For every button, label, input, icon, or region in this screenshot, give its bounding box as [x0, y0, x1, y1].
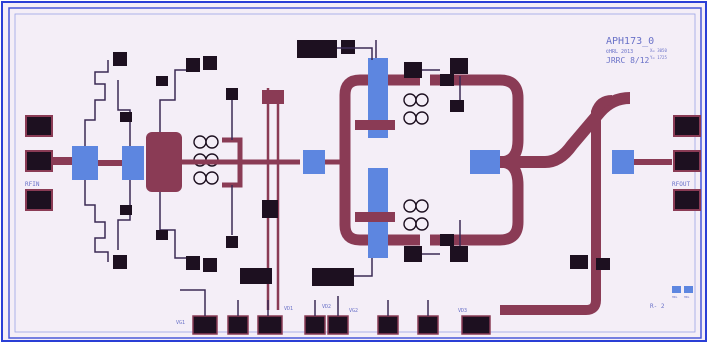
- rf-output-label: RFOUT: [672, 181, 690, 188]
- output-bias-pad-2: [596, 258, 610, 270]
- dc-pads: [192, 315, 491, 335]
- pad-label-vg1: VG1: [176, 320, 185, 326]
- pad-label-vd3: VD3: [458, 308, 467, 314]
- pad-label-vd1: VD1: [284, 306, 293, 312]
- output-feed: [500, 95, 613, 315]
- stage1-transistor-body: [146, 132, 182, 192]
- subtitle: JRRC 8/12: [606, 56, 650, 65]
- output-capacitor: [612, 150, 634, 174]
- top-bias-pads: [297, 40, 468, 112]
- copyright: ©HRL 2013: [606, 49, 633, 55]
- die-edge: [8, 7, 702, 339]
- splitter-capacitor-top: [368, 58, 388, 138]
- feed-via-top: [262, 90, 284, 104]
- stage1-output-line: [182, 137, 243, 188]
- rf-input-label: RFIN: [25, 181, 40, 188]
- hrl-mark: HRL HRL: [672, 286, 693, 299]
- stage1-bias-line: [117, 80, 131, 250]
- stage1-bias-pads: [113, 52, 217, 272]
- output-capacitor-2: [480, 150, 496, 174]
- stage1-capacitor: [122, 146, 144, 180]
- splitter-capacitor-mid: [355, 120, 395, 130]
- interstage-pad-bottom: [226, 236, 238, 248]
- dim-x: X= 3050: [650, 48, 667, 53]
- bottom-bias-line: [354, 220, 461, 277]
- die-inner-edge: [14, 13, 696, 333]
- pad-label-vg2: VG2: [349, 308, 358, 314]
- top-bias-line: [337, 40, 461, 100]
- input-meander-line-2: [84, 180, 109, 262]
- input-capacitor: [72, 146, 98, 180]
- bottom-bias-pads: [240, 234, 468, 286]
- revision-label: R- 2: [650, 303, 665, 310]
- rf-output-pads: [673, 115, 701, 211]
- feed-capacitor: [262, 200, 278, 218]
- svg-text:HRL: HRL: [684, 295, 690, 299]
- interstage-pad-top: [226, 88, 238, 100]
- stage2-input-capacitor: [303, 150, 325, 174]
- dc-bias-lines: [180, 289, 429, 316]
- splitter-capacitor-mid2: [355, 212, 395, 222]
- part-number: APH173_0: [606, 36, 654, 47]
- pad-label-vd2: VD2: [322, 304, 331, 310]
- stage2-transistors: [403, 93, 429, 231]
- input-meander-line: [84, 60, 109, 146]
- dim-y: Y= 1725: [650, 55, 667, 60]
- rf-input-pads: [25, 115, 74, 211]
- svg-text:HRL: HRL: [672, 295, 678, 299]
- stage1-gate-line: [98, 160, 122, 166]
- output-bias-pad: [570, 255, 588, 269]
- output-line: [500, 92, 631, 168]
